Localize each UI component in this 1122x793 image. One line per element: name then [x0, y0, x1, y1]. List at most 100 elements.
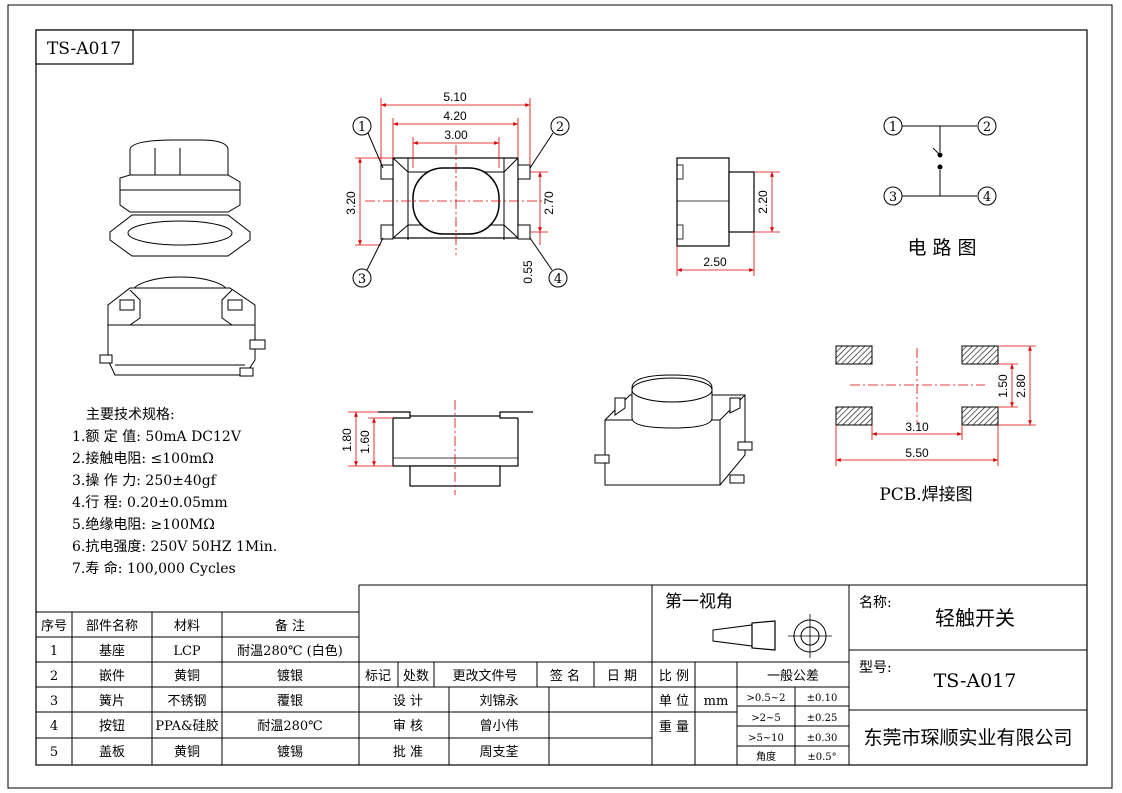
parts-table-text: 序号 部件名称 材料 备 注 1 基座 LCP 耐温280℃ (白色) 2 嵌件…: [41, 618, 343, 760]
projection-label: 第一视角: [665, 592, 733, 612]
circuit-pin-4: 4: [983, 190, 991, 205]
parts-cell: 2: [50, 669, 58, 684]
pin-callouts: [352, 116, 570, 288]
title-block: [849, 649, 1087, 711]
pin-label-2: 2: [556, 120, 564, 135]
parts-cell: 5: [50, 745, 58, 760]
parts-header: 部件名称: [86, 618, 138, 634]
parts-cell: 盖板: [99, 745, 125, 760]
parts-cell: 1: [50, 644, 58, 659]
circuit-diagram: [883, 116, 997, 206]
parts-cell: 簧片: [99, 693, 125, 709]
pcb-title: PCB.焊接图: [879, 485, 972, 505]
parts-cell: 黄铜: [174, 745, 200, 760]
front-view-dimensions: [348, 411, 393, 467]
top-view: [365, 145, 545, 255]
company-name: 东莞市琛顺实业有限公司: [863, 727, 1072, 749]
tolerance-value: ±0.10: [807, 693, 838, 704]
revision-text: 标记 处数 更改文件号 签 名 日 期 设 计 刘锦永 审 核 曾小伟 批 准 …: [365, 668, 637, 760]
top-view-dimensions: [355, 98, 548, 246]
dim-5-50: 5.50: [905, 446, 929, 460]
spec-item: 4.行 程: 0.20±0.05mm: [72, 495, 228, 511]
parts-cell: 4: [50, 719, 58, 734]
dim-1-50: 1.50: [996, 374, 1010, 398]
revision-header: 处数: [403, 669, 429, 684]
parts-cell: 镀锡: [277, 744, 303, 760]
front-view: [378, 400, 533, 495]
name-label: 名称:: [859, 595, 892, 611]
unit-label: 单 位: [659, 694, 689, 709]
model-label: 型号:: [859, 660, 892, 676]
scale-label: 比 例: [659, 669, 689, 684]
revision-role: 设 计: [393, 694, 423, 709]
parts-header: 备 注: [275, 618, 305, 634]
revision-header: 标记: [365, 669, 391, 684]
part-label: TS-A017: [47, 39, 121, 59]
inner-frame: [35, 29, 1088, 766]
revision-role: 批 准: [393, 745, 423, 760]
unit-value: mm: [704, 694, 729, 709]
tolerance-value: ±0.25: [807, 713, 838, 724]
dim-2-20: 2.20: [756, 190, 770, 214]
pin-label-1: 1: [358, 120, 366, 135]
spec-item: 1.额 定 值: 50mA DC12V: [72, 429, 242, 445]
side-view-dimensions: [676, 171, 780, 276]
revision-person: 曾小伟: [479, 719, 518, 734]
part-label-box: TS-A017: [35, 29, 134, 65]
parts-cell: 按钮: [99, 719, 125, 734]
dim-1-60: 1.60: [358, 430, 372, 454]
tolerance-range: >0.5~2: [746, 693, 785, 704]
spec-item: 3.操 作 力: 250±40gf: [72, 473, 218, 489]
parts-table: [36, 585, 360, 765]
tolerance-range: >5~10: [748, 733, 784, 744]
parts-cell: 3: [50, 694, 58, 709]
parts-cell: 覆银: [277, 694, 303, 709]
name-value: 轻触开关: [935, 606, 1015, 630]
projection-text: 第一视角 比 例 单 位 mm 重 量 一般公差 >0.5~2 ±0.10 >2…: [659, 592, 837, 763]
pcb-layout: [835, 345, 999, 426]
circuit-title: 电 路 图: [907, 237, 976, 259]
parts-header: 材料: [174, 619, 200, 634]
side-view: [676, 157, 755, 247]
parts-cell: 黄铜: [174, 669, 200, 684]
tolerance-range: >2~5: [751, 713, 780, 724]
exploded-3d-view: [99, 139, 266, 377]
revision-person: 周支荃: [479, 745, 518, 760]
revision-header: 日 期: [607, 669, 637, 684]
dim-0-55: 0.55: [521, 260, 535, 284]
revision-block: [359, 584, 1087, 765]
weight-label: 重 量: [659, 719, 689, 735]
parts-cell: 不锈钢: [167, 694, 206, 709]
circuit-pin-3: 3: [889, 190, 897, 205]
spec-item: 2.接触电阻: ≤100mΩ: [72, 450, 214, 467]
parts-cell: LCP: [173, 644, 201, 659]
model-value: TS-A017: [934, 670, 1017, 692]
parts-cell: 耐温280℃: [257, 719, 322, 734]
dim-3-20: 3.20: [344, 191, 358, 215]
tolerance-value: ±0.30: [807, 733, 838, 744]
specs-heading: 主要技术规格:: [86, 407, 175, 423]
circuit-pin-1: 1: [889, 120, 897, 135]
dim-1-80: 1.80: [340, 428, 354, 452]
dim-2-50: 2.50: [703, 255, 727, 269]
revision-person: 刘锦永: [479, 694, 518, 709]
parts-cell: 基座: [99, 644, 125, 659]
dim-2-70: 2.70: [542, 191, 556, 215]
parts-cell: 嵌件: [99, 669, 125, 684]
parts-cell: PPA&硅胶: [155, 718, 218, 734]
pcb-dimensions: [835, 345, 1036, 466]
tolerance-value: ±0.5°: [807, 752, 836, 763]
spec-item: 7.寿 命: 100,000 Cycles: [72, 560, 236, 577]
spec-item: 5.绝缘电阻: ≥100MΩ: [72, 517, 215, 533]
projection-block: [652, 585, 850, 765]
dim-3-10: 3.10: [905, 420, 929, 434]
assembled-3d-view: [594, 374, 753, 486]
revision-role: 审 核: [393, 719, 423, 734]
spec-item: 6.抗电强度: 250V 50HZ 1Min.: [72, 539, 277, 555]
dim-3-00: 3.00: [444, 128, 468, 142]
dim-5-10: 5.10: [443, 90, 467, 104]
tolerance-title: 一般公差: [767, 668, 819, 684]
dim-2-80: 2.80: [1014, 374, 1028, 398]
tolerance-range: 角度: [756, 750, 776, 763]
